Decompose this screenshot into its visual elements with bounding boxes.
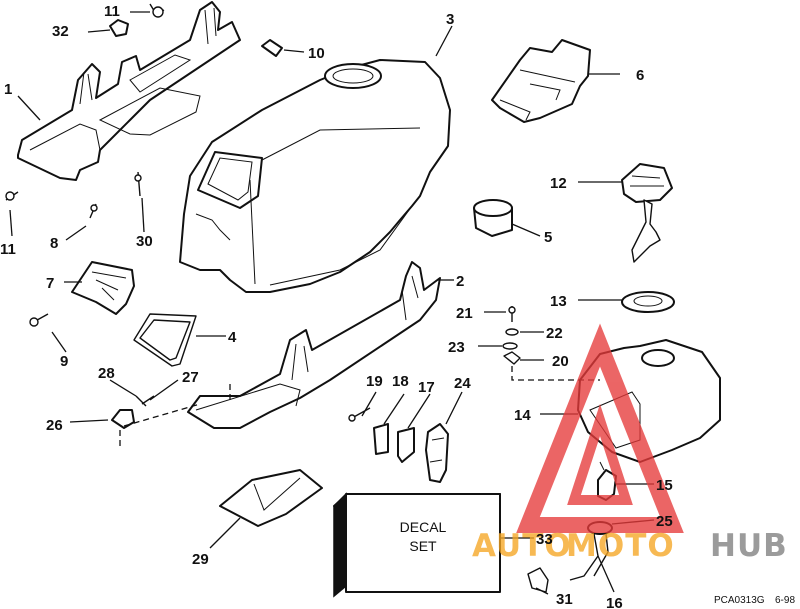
part-5-grommet (473, 199, 513, 237)
callout-1: 1 (4, 81, 12, 98)
callout-24: 24 (454, 375, 471, 392)
part-17-clip (397, 427, 415, 463)
part-24-bracket (425, 423, 449, 483)
part-31-clip (527, 567, 549, 593)
callout-19: 19 (366, 373, 383, 390)
drawing-code: PCA0313G (714, 595, 765, 606)
callout-2: 2 (456, 273, 464, 290)
part-4-seal (133, 313, 197, 367)
callout-7: 7 (46, 275, 54, 292)
part-32-nut (109, 19, 129, 37)
leader-lines (9, 11, 655, 595)
callout-32: 32 (52, 23, 69, 40)
part-20-nut (503, 351, 521, 365)
part-7-panel (71, 261, 135, 315)
assembly-lines (119, 366, 600, 450)
callout-9: 9 (60, 353, 68, 370)
callout-13: 13 (550, 293, 567, 310)
callout-25: 25 (656, 513, 673, 530)
part-2-lower-cowl (187, 261, 441, 429)
watermark-text-auto: AUTO (472, 528, 572, 564)
callout-11-top: 11 (104, 3, 120, 20)
part-29-pad (219, 469, 323, 527)
callout-29: 29 (192, 551, 209, 568)
callout-31: 31 (556, 591, 573, 608)
callout-15: 15 (656, 477, 673, 494)
callout-18: 18 (392, 373, 409, 390)
part-28-pin (135, 395, 147, 407)
watermark-logo: AUTO MOTO HUB (472, 323, 788, 564)
part-16-hose (569, 533, 609, 581)
date-code: 6-98 (775, 595, 795, 606)
part-9-screw (29, 313, 49, 327)
callout-10: 10 (308, 45, 325, 62)
callout-16: 16 (606, 595, 623, 609)
part-10-sleeve (261, 39, 283, 57)
decal-label-line2: SET (409, 538, 437, 554)
part-18-clip (373, 423, 389, 455)
part-1-rear-bracket (17, 1, 241, 181)
part-21-screw (508, 306, 516, 322)
callout-6: 6 (636, 67, 644, 84)
callout-27: 27 (182, 369, 199, 386)
part-22-washer (505, 328, 519, 336)
part-23-washer (502, 342, 518, 350)
callout-12: 12 (550, 175, 567, 192)
callout-3: 3 (446, 11, 454, 28)
part-30-bolt (134, 171, 142, 197)
callout-22: 22 (546, 325, 563, 342)
part-11-screw-top (149, 3, 165, 18)
watermark-text-hub: HUB (710, 528, 788, 564)
callout-17: 17 (418, 379, 435, 396)
callout-20: 20 (552, 353, 569, 370)
decal-label-line1: DECAL (400, 519, 447, 535)
callout-14: 14 (514, 407, 531, 424)
part-8-screw (89, 203, 98, 219)
part-27-pin (141, 395, 155, 405)
callout-28: 28 (98, 365, 115, 382)
part-12-fill-cap (621, 163, 673, 263)
callout-4: 4 (228, 329, 237, 346)
part-13-ring (621, 291, 675, 313)
watermark-text-moto: MOTO (566, 528, 675, 564)
callout-5: 5 (544, 229, 552, 246)
part-26-latch (111, 409, 135, 429)
callout-26: 26 (46, 417, 63, 434)
callout-8: 8 (50, 235, 58, 252)
part-3-main-cowl (179, 59, 451, 293)
part-6-latch (491, 39, 591, 123)
part-33-decal-set: DECAL SET (333, 492, 501, 598)
part-11-screw-left (5, 191, 19, 201)
callout-21: 21 (456, 305, 473, 322)
callout-11-left: 11 (0, 241, 16, 258)
callout-labels: 1 2 3 4 5 6 7 8 9 10 11 11 12 13 14 15 1… (0, 3, 673, 609)
callout-23: 23 (448, 339, 465, 356)
callout-30: 30 (136, 233, 153, 250)
callout-33: 33 (536, 531, 553, 548)
part-19-screw (348, 407, 371, 422)
